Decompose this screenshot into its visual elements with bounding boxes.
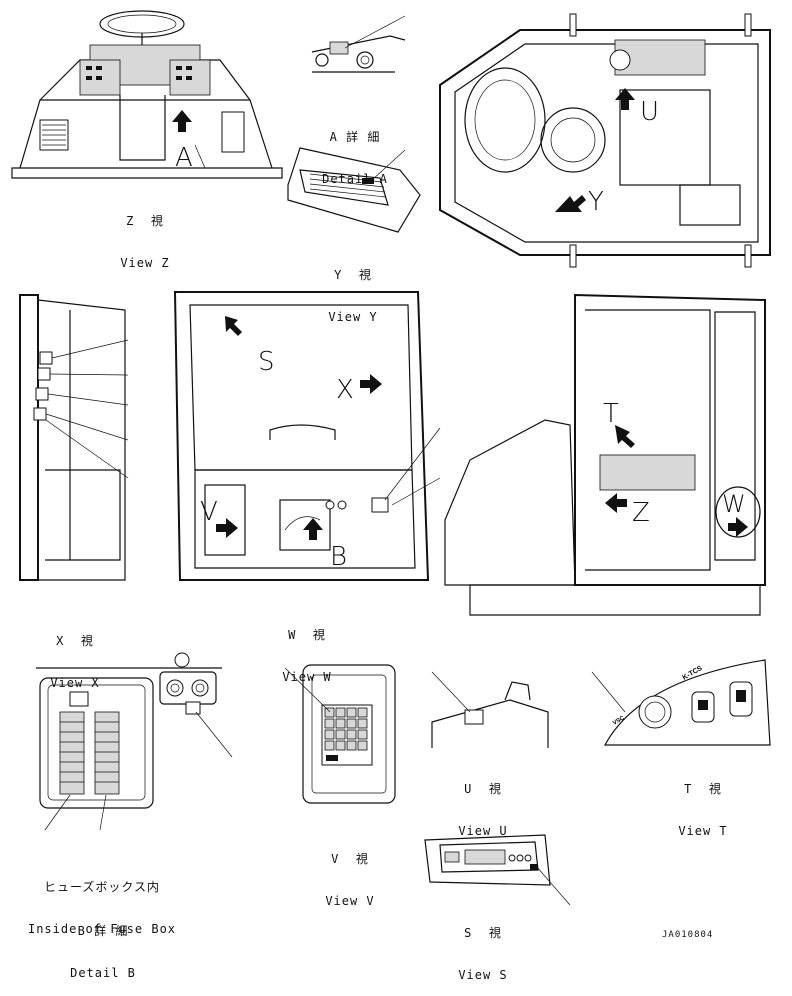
caption-fuse-box-en: Inside of Fuse Box bbox=[27, 922, 177, 936]
caption-detail-b: B 詳 細 Detail B bbox=[58, 896, 148, 994]
label-s: S bbox=[258, 347, 275, 377]
caption-view-w: W 視 View W bbox=[272, 600, 342, 698]
caption-view-y-jp: Y 視 bbox=[334, 268, 372, 282]
view-u-drawing bbox=[431, 671, 549, 748]
parts-diagram: A U Y bbox=[11, 10, 771, 982]
caption-view-v: V 視 View V bbox=[315, 824, 385, 922]
view-x-drawing bbox=[19, 294, 129, 581]
side-view-drawing: T Z W bbox=[444, 293, 766, 616]
caption-view-w-jp: W 視 bbox=[288, 628, 326, 642]
document-id: JA010804 bbox=[662, 930, 714, 940]
caption-fuse-box: ヒューズボックス内 Inside of Fuse Box bbox=[22, 852, 182, 950]
diagram-svg: A U Y bbox=[11, 10, 771, 906]
caption-view-y: Y 視 View Y bbox=[318, 240, 388, 338]
label-z: Z bbox=[632, 498, 650, 528]
caption-view-s-jp: S 視 bbox=[464, 926, 502, 940]
label-x: X bbox=[336, 375, 354, 405]
caption-detail-a-en: Detail A bbox=[322, 172, 388, 186]
caption-view-w-en: View W bbox=[282, 670, 332, 684]
fuse-box-drawing bbox=[36, 652, 233, 831]
caption-view-v-jp: V 視 bbox=[331, 852, 369, 866]
view-z-drawing: A bbox=[11, 10, 283, 179]
caption-detail-b-jp: B 詳 細 bbox=[77, 924, 129, 938]
view-t-drawing: K-TCS VSC bbox=[591, 659, 771, 746]
caption-view-s-en: View S bbox=[458, 968, 508, 982]
caption-view-s: S 視 View S bbox=[448, 898, 518, 996]
label-t: T bbox=[603, 399, 619, 429]
caption-view-x-en: View X bbox=[50, 676, 100, 690]
caption-view-z: Z 視 View Z bbox=[110, 186, 180, 284]
caption-fuse-box-jp: ヒューズボックス内 bbox=[43, 880, 161, 894]
caption-view-u-en: View U bbox=[458, 824, 508, 838]
label-w: W bbox=[722, 490, 746, 518]
label-a: A bbox=[175, 143, 193, 173]
caption-detail-a-jp: A 詳 細 bbox=[329, 130, 381, 144]
label-u: U bbox=[640, 97, 659, 127]
caption-view-u: U 視 View U bbox=[448, 754, 518, 852]
caption-view-t: T 視 View T bbox=[668, 754, 738, 852]
caption-view-v-en: View V bbox=[325, 894, 375, 908]
plan-view-drawing: U Y bbox=[439, 13, 771, 268]
caption-view-x: X 視 View X bbox=[40, 606, 110, 704]
label-b: B bbox=[330, 542, 347, 572]
detail-a-drawing bbox=[311, 15, 406, 73]
caption-detail-a: A 詳 細 Detail A bbox=[315, 102, 395, 200]
caption-view-t-en: View T bbox=[678, 824, 728, 838]
label-y: Y bbox=[588, 187, 604, 217]
view-v-drawing bbox=[284, 664, 396, 804]
caption-view-z-jp: Z 視 bbox=[126, 214, 164, 228]
caption-view-z-en: View Z bbox=[120, 256, 170, 270]
caption-view-u-jp: U 視 bbox=[464, 782, 502, 796]
caption-view-t-jp: T 視 bbox=[684, 782, 722, 796]
ktcs-label: K-TCS bbox=[682, 665, 704, 682]
label-v: V bbox=[200, 497, 218, 527]
caption-view-x-jp: X 視 bbox=[56, 634, 94, 648]
view-w-drawing: S X V B bbox=[173, 291, 441, 581]
view-s-drawing bbox=[424, 834, 571, 906]
caption-view-y-en: View Y bbox=[328, 310, 378, 324]
vsc-label: VSC bbox=[612, 715, 626, 727]
caption-detail-b-en: Detail B bbox=[70, 966, 136, 980]
view-y-drawing bbox=[287, 147, 421, 233]
